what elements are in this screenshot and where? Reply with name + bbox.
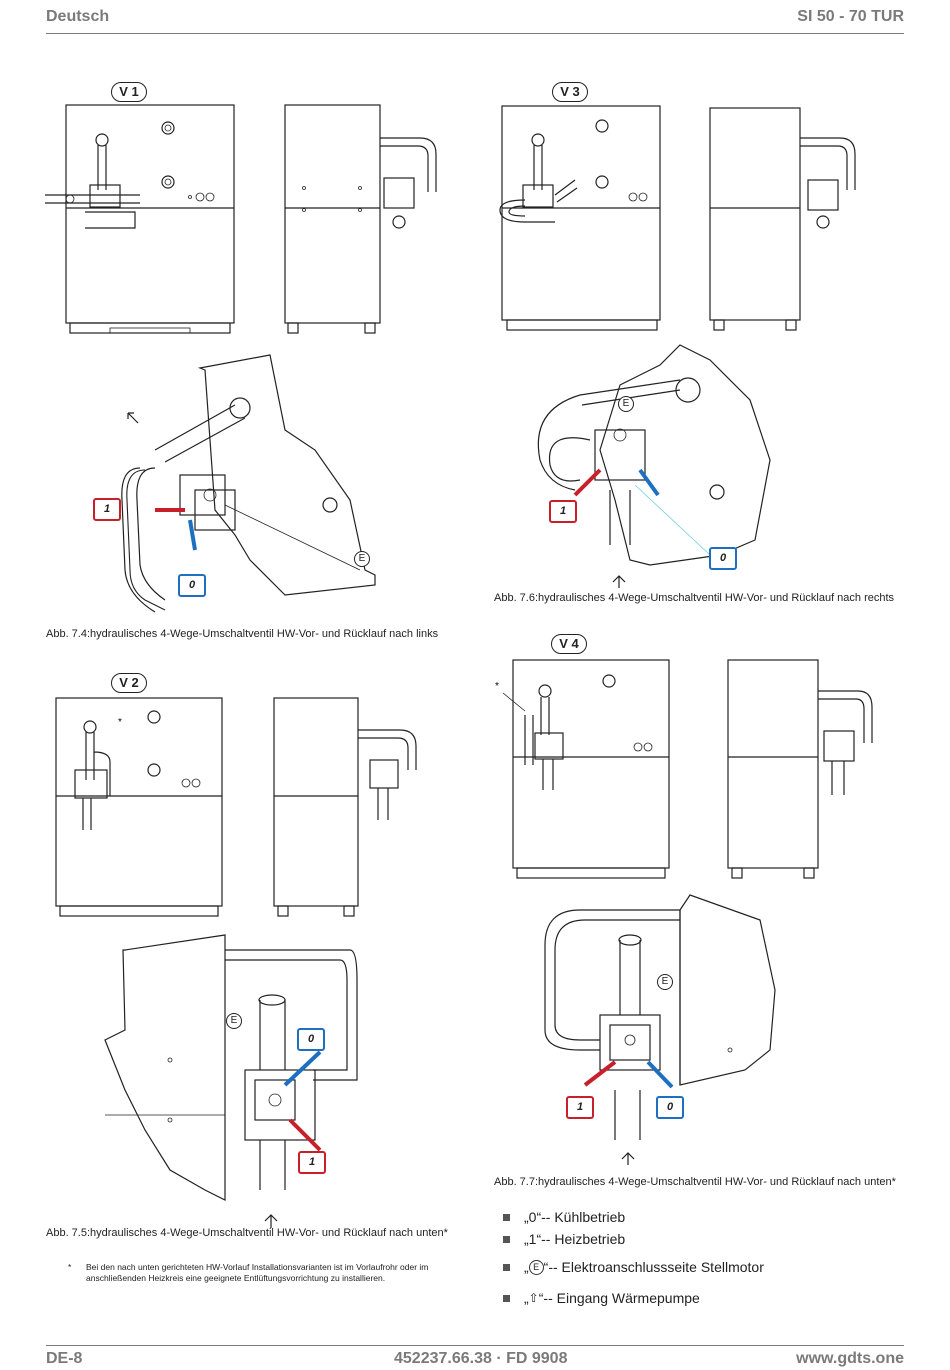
footer-website: www.gdts.one	[796, 1350, 904, 1367]
v1-tag-cooling: 0	[178, 574, 206, 597]
v4-side-view	[727, 659, 873, 879]
v4-detail-view	[544, 894, 776, 1165]
v2-side-view	[273, 697, 417, 917]
legend-bullet	[503, 1294, 510, 1302]
header-model: SI 50 - 70 TUR	[797, 8, 904, 25]
v2-asterisk: *	[118, 717, 122, 728]
v3-e-marker: E	[618, 396, 634, 412]
footnote-marker: *	[68, 1262, 72, 1272]
legend-item-heat-pump-inlet: „⇧“ -- Eingang Wärmepumpe	[503, 1290, 700, 1306]
v4-asterisk: *	[495, 681, 499, 692]
v4-tag-heating: 1	[566, 1096, 594, 1119]
caption-fig-7-5: Abb. 7.5:hydraulisches 4-Wege-Umschaltve…	[46, 1227, 448, 1239]
e-symbol-icon: E	[528, 1259, 544, 1275]
v3-tag-heating: 1	[549, 500, 577, 523]
v4-e-marker: E	[657, 974, 673, 990]
v1-side-view	[284, 104, 437, 334]
legend-item-cooling: „0“ -- Kühlbetrieb	[503, 1209, 625, 1225]
v4-tag-cooling: 0	[656, 1096, 684, 1119]
v1-detail-view	[121, 354, 376, 613]
v2-tag-cooling: 0	[297, 1028, 325, 1051]
v2-front-view: *	[55, 697, 223, 917]
arrow-up-icon: ⇧	[528, 1291, 539, 1305]
legend-bullet	[503, 1235, 510, 1243]
variant-label-v1: V 1	[111, 82, 147, 102]
v2-tag-heating: 1	[298, 1151, 326, 1174]
v3-detail-view	[537, 344, 771, 588]
legend-item-heating: „1“ -- Heizbetrieb	[503, 1231, 625, 1247]
v3-front-view	[499, 105, 661, 331]
v1-front-view	[45, 104, 235, 334]
v1-tag-heating: 1	[93, 498, 121, 521]
footer-page-number: DE-8	[46, 1350, 83, 1367]
v1-e-marker: E	[354, 551, 370, 567]
v2-detail-view	[104, 934, 358, 1228]
footer-rule	[46, 1345, 904, 1346]
footnote-text: Bei den nach unten gerichteten HW-Vorlau…	[86, 1262, 429, 1283]
legend-bullet	[503, 1213, 510, 1221]
legend-item-electrical-side: „E“ -- Elektroanschlussseite Stellmotor	[503, 1259, 764, 1275]
variant-label-v4: V 4	[551, 634, 587, 654]
variant-label-v3: V 3	[552, 82, 588, 102]
header-rule	[46, 33, 904, 34]
caption-fig-7-6: Abb. 7.6:hydraulisches 4-Wege-Umschaltve…	[494, 592, 895, 604]
header-language: Deutsch	[46, 8, 110, 25]
footer-document-number: 452237.66.38 · FD 9908	[394, 1350, 568, 1367]
legend-bullet	[503, 1263, 510, 1271]
v2-e-marker: E	[226, 1013, 242, 1029]
variant-label-v2: V 2	[111, 673, 147, 693]
v4-front-view: *	[495, 659, 670, 879]
v3-side-view	[709, 107, 856, 331]
caption-fig-7-4: Abb. 7.4:hydraulisches 4-Wege-Umschaltve…	[46, 628, 439, 640]
caption-fig-7-7: Abb. 7.7:hydraulisches 4-Wege-Umschaltve…	[494, 1176, 896, 1188]
v3-tag-cooling: 0	[709, 547, 737, 570]
